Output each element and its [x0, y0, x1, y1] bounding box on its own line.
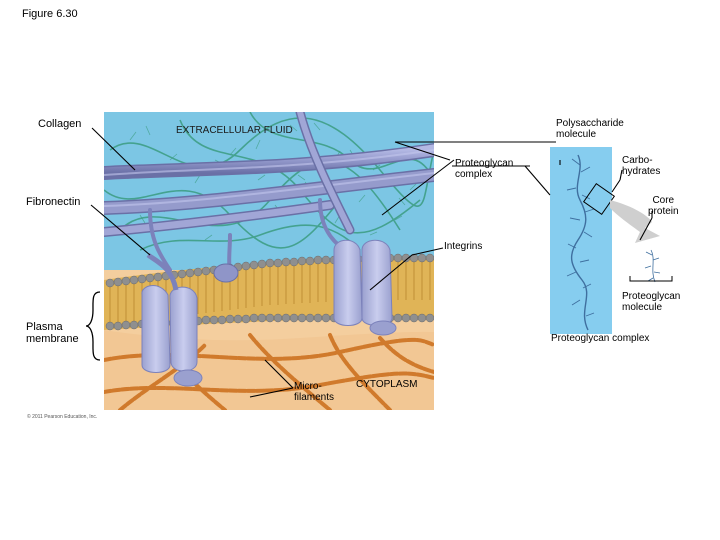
label-line: Core	[652, 195, 675, 206]
proteoglycan-molecule-glyph	[644, 249, 661, 283]
label-integrins: Integrins	[444, 241, 483, 252]
bracket-icon	[85, 291, 101, 361]
label-line: protein	[648, 206, 679, 217]
label-collagen: Collagen	[38, 118, 82, 130]
label-proteoglycan-molecule: Proteoglycan molecule	[622, 291, 680, 313]
integrin-left	[141, 252, 203, 387]
pointer-arrow-icon	[610, 200, 660, 243]
label-line: hydrates	[622, 166, 661, 177]
label-polysaccharide-molecule: Polysaccharide molecule	[556, 118, 624, 140]
label-microfilaments: Micro- filaments	[294, 381, 334, 403]
label-core-protein: Core protein	[648, 195, 679, 217]
label-line: membrane	[26, 333, 79, 345]
label-plasma-membrane: Plasma membrane	[26, 321, 79, 345]
label-line: Proteoglycan	[455, 158, 514, 169]
polysaccharide-backbone	[571, 154, 589, 331]
label-carbohydrates: Carbo- hydrates	[622, 155, 660, 177]
label-line: Micro-	[294, 381, 322, 392]
label-extracellular-fluid: EXTRACELLULAR FLUID	[176, 125, 293, 136]
proteoglycan-inset	[550, 147, 673, 334]
collagen-fibers	[104, 112, 434, 237]
membrane-protein-bump	[213, 263, 239, 283]
label-line: molecule	[622, 302, 663, 313]
label-line: Plasma	[26, 321, 63, 333]
inset-side-chains	[566, 158, 595, 317]
label-proteoglycan-complex-main: Proteoglycan complex	[455, 158, 513, 180]
label-fibronectin: Fibronectin	[26, 196, 81, 208]
integrin-right	[333, 239, 397, 336]
label-line: molecule	[556, 129, 597, 140]
label-line: Carbo-	[622, 155, 653, 166]
label-line: Proteoglycan	[622, 291, 681, 302]
figure-title: Figure 6.30	[22, 8, 78, 20]
bracket-icon	[629, 276, 673, 282]
leader-lines	[90, 127, 653, 398]
label-line: complex	[455, 169, 493, 180]
label-line: filaments	[294, 392, 335, 403]
label-proteoglycan-complex-inset: Proteoglycan complex	[551, 333, 650, 344]
zoom-box-icon	[582, 182, 616, 216]
label-cytoplasm: CYTOPLASM	[356, 379, 418, 390]
copyright: © 2011 Pearson Education, Inc.	[27, 413, 97, 420]
main-illustration	[104, 112, 434, 410]
label-line: Polysaccharide	[556, 118, 624, 129]
